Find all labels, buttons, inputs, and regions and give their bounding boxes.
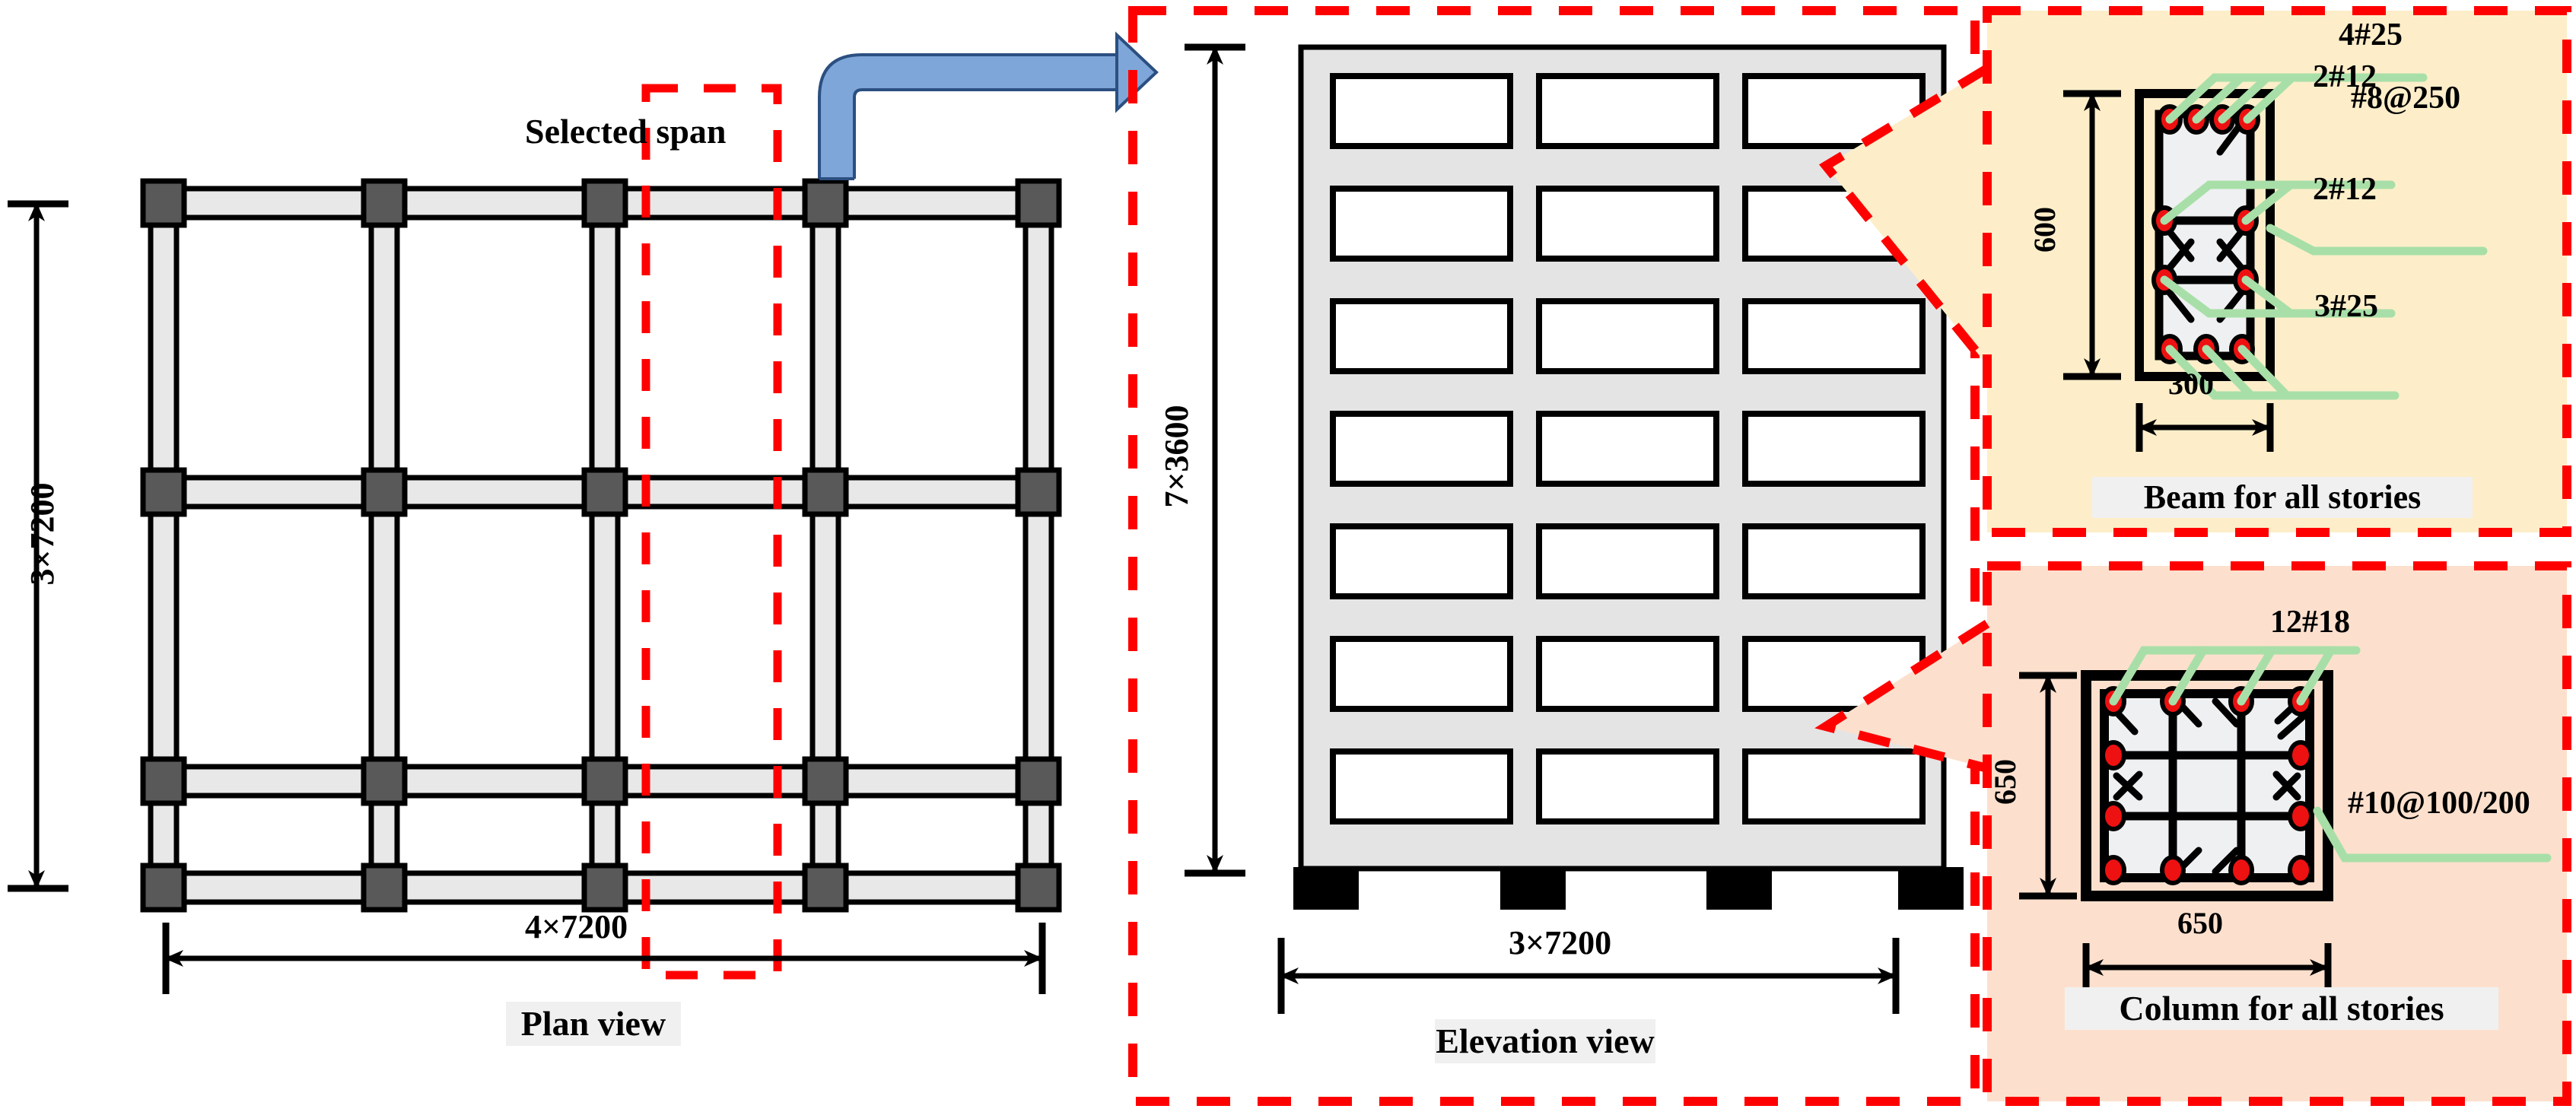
elevation-view-caption: Elevation view bbox=[1435, 1019, 1655, 1063]
column-rebar-longitudinal-label: 12#18 bbox=[2270, 605, 2350, 640]
elevation-view-group bbox=[1185, 43, 1964, 1014]
plan-dim-vertical-label: 3×7200 bbox=[24, 482, 61, 586]
column-section-caption: Column for all stories bbox=[2065, 987, 2498, 1030]
plan-view-group bbox=[8, 31, 1159, 994]
column-callout-wedge bbox=[1826, 624, 1987, 768]
column-rebar-tie-label: #10@100/200 bbox=[2348, 786, 2530, 821]
column-width-label: 650 bbox=[2177, 906, 2223, 940]
column-depth-label: 650 bbox=[1988, 759, 2022, 805]
plan-view-caption: Plan view bbox=[506, 1002, 681, 1046]
plan-dim-horizontal-label: 4×7200 bbox=[525, 908, 628, 945]
beam-width-label: 300 bbox=[2168, 367, 2214, 401]
beam-section-panel-group bbox=[1819, 6, 2571, 537]
beam-rebar-stirrup-label: #8@250 bbox=[2351, 81, 2461, 116]
selected-span-arrow bbox=[818, 31, 1159, 180]
column-dim-width bbox=[2082, 943, 2332, 992]
beam-depth-label: 600 bbox=[2027, 207, 2062, 253]
beam-rebar-lower-skin-label: 2#12 bbox=[2313, 172, 2377, 207]
column-dim-depth bbox=[2019, 672, 2077, 900]
elevation-dim-vertical-label: 7×3600 bbox=[1158, 405, 1195, 508]
beam-dim-width bbox=[2136, 403, 2274, 452]
selected-span-label: Selected span bbox=[525, 112, 727, 151]
plan-dim-horizontal bbox=[162, 923, 1046, 994]
beam-section-caption: Beam for all stories bbox=[2092, 477, 2473, 518]
plan-columns bbox=[140, 178, 1062, 913]
elevation-dim-horizontal-label: 3×7200 bbox=[1509, 924, 1612, 961]
elevation-openings bbox=[1330, 73, 1926, 824]
selected-span-highlight bbox=[641, 84, 782, 980]
elevation-dim-horizontal bbox=[1277, 938, 1900, 1014]
beam-rebar-top-label: 4#25 bbox=[2339, 17, 2403, 52]
elevation-dim-vertical bbox=[1185, 43, 1245, 877]
beam-dim-depth bbox=[2063, 90, 2121, 380]
beam-rebar-bottom-label: 3#25 bbox=[2314, 289, 2378, 324]
elevation-supports bbox=[1293, 867, 1964, 910]
beam-rebar-upper-skin-label: 2#12 bbox=[2313, 59, 2377, 94]
plan-dim-vertical bbox=[8, 200, 68, 892]
column-outer-tie bbox=[2100, 689, 2314, 882]
